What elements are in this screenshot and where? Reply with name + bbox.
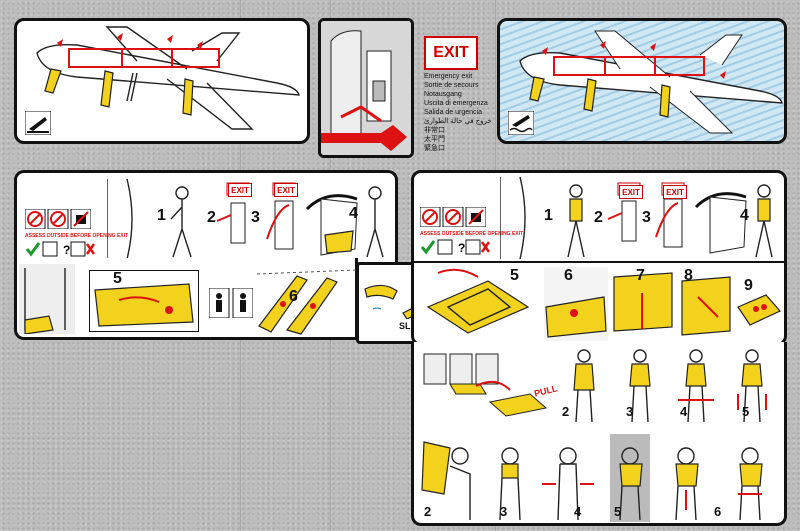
step-number: 1	[157, 207, 166, 224]
step-number: 2	[207, 209, 216, 226]
step-number: 1	[544, 207, 553, 224]
exit-translation: Emergency exit	[424, 73, 473, 80]
vest-donning-steps-illustration	[421, 434, 763, 522]
step-number: 3	[626, 404, 634, 419]
svg-text:?: ?	[63, 243, 70, 257]
assess-outside-warning: ASSESS OUTSIDE BEFORE OPENING EXIT	[25, 233, 129, 239]
no-smoking-no-shoes-no-baggage-icons	[25, 209, 91, 229]
go-no-go-icons: ?	[420, 239, 490, 255]
plane-land-slides-diagram	[36, 26, 300, 130]
slide-position-icons	[209, 288, 253, 318]
step-number: 6	[714, 504, 722, 519]
step-number: 4	[574, 504, 582, 519]
exit-door-illustration	[321, 21, 411, 155]
step-number: 4	[349, 205, 358, 222]
raft-inflation-illustration	[418, 267, 538, 341]
exit-door-panel	[318, 18, 414, 158]
exit-sign-small: EXIT	[228, 183, 252, 197]
exit-translation: 非常口	[424, 127, 445, 134]
step-number: 6	[564, 267, 573, 284]
step-number: 3	[251, 209, 260, 226]
exit-sign-small: EXIT	[663, 185, 687, 199]
inflated-slide-icon	[89, 270, 199, 332]
raft-detach-illustration	[681, 276, 731, 336]
exit-translation: Salida de urgencia	[424, 109, 482, 116]
step-number: 5	[742, 404, 750, 419]
door-steps-illustration	[500, 177, 773, 259]
svg-text:?: ?	[458, 241, 465, 255]
step-number: 2	[594, 209, 603, 226]
raft-canopy-illustration	[613, 272, 673, 332]
step-number: 2	[424, 504, 432, 519]
exit-sign-small: EXIT	[619, 185, 643, 199]
exit-sign-small: EXIT	[274, 183, 298, 197]
land-evacuation-icon	[25, 111, 51, 135]
step-number: 5	[614, 504, 622, 519]
raft-boarding-illustration	[544, 267, 608, 341]
plane-water-rafts-diagram	[519, 30, 783, 134]
exit-translations: Emergency exit Sortie de secours Notausg…	[424, 72, 492, 153]
exit-translation: خروج في حالة الطوارئ	[424, 118, 492, 125]
step-number: 2	[562, 404, 570, 419]
door-raft-panel: ASSESS OUTSIDE BEFORE OPENING EXIT ? EXI…	[411, 170, 787, 346]
assess-outside-warning: ASSESS OUTSIDE BEFORE OPENING EXIT	[420, 231, 524, 237]
exit-translation: Sortie de secours	[424, 82, 479, 89]
exit-translation: Uscita di emergenza	[424, 100, 488, 107]
step-number: 8	[684, 267, 693, 284]
no-smoking-no-shoes-no-baggage-icons	[420, 207, 486, 227]
slide-evacuation-strip: 5 6	[14, 258, 358, 340]
step-number: 5	[510, 267, 519, 284]
go-no-go-icons: ?	[25, 241, 95, 257]
exit-translation: 太平門	[424, 136, 445, 143]
exit-translation: 緊急口	[424, 145, 445, 152]
raft-steps-strip: 5 6 7 8 9	[414, 261, 784, 343]
water-evacuation-panel	[497, 18, 787, 144]
door-operation-panel: ASSESS OUTSIDE BEFORE OPENING EXIT ? EXI…	[14, 170, 398, 262]
vest-under-seat-illustration	[423, 353, 548, 417]
step-number: 3	[500, 504, 508, 519]
exit-translation: Notausgang	[424, 91, 462, 98]
slide-evacuation-illustration	[257, 269, 357, 335]
step-number: 7	[636, 267, 645, 284]
step-number: 5	[113, 270, 122, 287]
exit-sign: EXIT	[424, 36, 478, 70]
step-number: 3	[642, 209, 651, 226]
land-evacuation-panel	[14, 18, 310, 144]
step-number: 6	[289, 288, 298, 305]
raft-afloat-illustration	[737, 294, 781, 326]
step-number: 9	[744, 277, 753, 294]
step-number: 4	[740, 207, 749, 224]
step-number: 4	[680, 404, 688, 419]
door-slide-view	[19, 264, 75, 334]
water-evacuation-icon	[508, 111, 534, 135]
life-vest-panel: PULL 2 3 4 5 2 3 4 5 6	[411, 342, 787, 526]
vest-donning-adult-illustration	[573, 349, 767, 423]
